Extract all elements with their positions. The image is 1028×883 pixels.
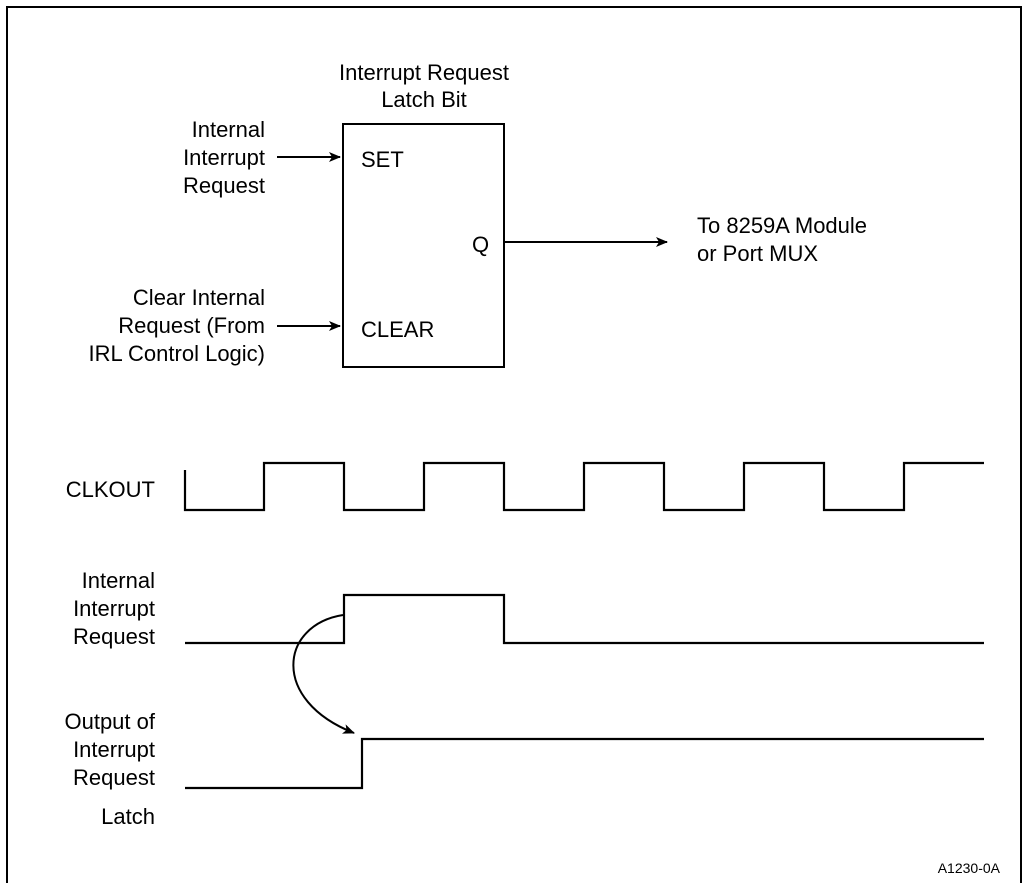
set-input-line1: Internal <box>192 117 265 142</box>
latch-out-label-line4: Latch <box>101 804 155 829</box>
clear-input-line1: Clear Internal <box>133 285 265 310</box>
causality-curved-arrow <box>292 614 355 734</box>
latch-q-label: Q <box>472 232 489 257</box>
clear-input-line3: IRL Control Logic) <box>89 341 265 366</box>
figure-frame <box>6 6 1022 883</box>
latch-out-label-line1: Output of <box>64 709 155 734</box>
latch-title-line2: Latch Bit <box>381 87 467 112</box>
latch-block <box>342 123 505 368</box>
latch-out-label-line2: Interrupt <box>73 737 155 762</box>
output-dest-line1: To 8259A Module <box>697 213 867 238</box>
clear-input-line2: Request (From <box>118 313 265 338</box>
request-label-line2: Interrupt <box>73 596 155 621</box>
clkout-label: CLKOUT <box>66 477 155 502</box>
clkout-waveform <box>183 461 984 512</box>
latch-title-line1: Interrupt Request <box>339 60 509 85</box>
latch-out-label-line3: Request <box>73 765 155 790</box>
set-input-line3: Request <box>183 173 265 198</box>
latch-set-label: SET <box>361 147 404 172</box>
latch-clear-label: CLEAR <box>361 317 434 342</box>
latch-output-waveform <box>185 737 984 790</box>
output-dest-line2: or Port MUX <box>697 241 818 266</box>
request-label-line1: Internal <box>82 568 155 593</box>
request-waveform <box>185 593 984 645</box>
figure-id: A1230-0A <box>938 860 1001 876</box>
request-label-line3: Request <box>73 624 155 649</box>
set-input-line2: Interrupt <box>183 145 265 170</box>
